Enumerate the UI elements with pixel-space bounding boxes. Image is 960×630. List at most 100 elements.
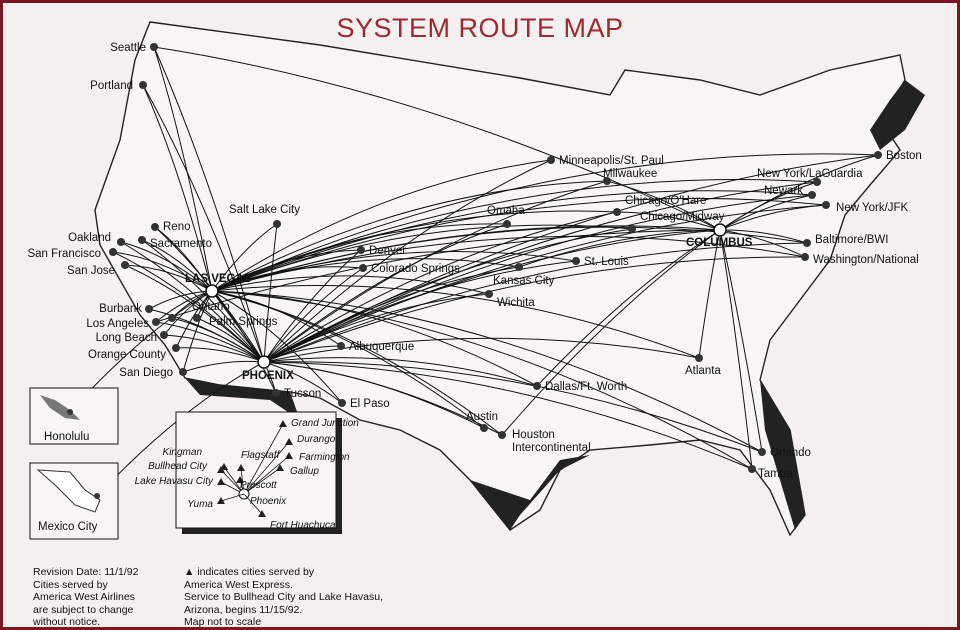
city-label: Long Beach <box>96 332 157 344</box>
route-line <box>211 290 753 470</box>
express-city-label: Farmington <box>299 452 350 463</box>
city-palm-springs: Palm Springs <box>193 314 278 328</box>
city-label: New York/LaGuardia <box>757 168 863 180</box>
route-line <box>211 290 763 453</box>
express-route <box>243 467 281 495</box>
route-line <box>171 317 265 363</box>
route-line <box>263 361 343 404</box>
route-line <box>120 241 213 292</box>
city-sacramento: Sacramento <box>138 236 212 250</box>
city-seattle: Seattle <box>110 42 158 54</box>
city-ontario: Ontario <box>168 301 230 322</box>
city-austin: Austin <box>466 411 498 432</box>
city-label: Chicago/Midway <box>640 211 725 223</box>
hub-columbus: COLUMBUS <box>686 223 753 249</box>
route-line <box>141 239 265 363</box>
express-city-label: Flagstaff <box>241 450 281 461</box>
hub-marker <box>205 284 219 298</box>
route-line <box>719 229 808 244</box>
route-line <box>211 275 490 295</box>
city-dot <box>613 208 621 216</box>
route-line <box>719 194 813 231</box>
city-label: Omaha <box>487 205 525 217</box>
express-city-label: Durango <box>297 434 336 445</box>
city-label: Oakland <box>68 232 111 244</box>
route-line <box>263 181 818 363</box>
express-route <box>220 469 245 495</box>
city-dot <box>808 191 816 199</box>
city-dot <box>109 248 117 256</box>
route-line <box>263 337 700 363</box>
route-line <box>211 179 818 292</box>
note-line: Arizona, begins 11/15/92. <box>184 603 303 616</box>
city-dot <box>272 389 280 397</box>
route-line <box>153 46 721 231</box>
note-line: Revision Date: 11/1/92 <box>33 566 139 578</box>
express-route <box>243 441 290 495</box>
city-long-beach: Long Beach <box>96 331 168 344</box>
route-line <box>153 46 213 292</box>
mexico-inset: Mexico City <box>29 462 119 540</box>
inset-label: Honolulu <box>44 431 89 443</box>
route-line <box>211 190 813 292</box>
city-label: Chicago/O'Hare <box>625 195 706 207</box>
city-dot <box>151 223 159 231</box>
city-portland: Portland <box>90 80 147 92</box>
route-line <box>501 229 721 436</box>
triangle-icon <box>285 438 293 445</box>
express-inset <box>175 411 342 534</box>
route-line <box>263 154 879 363</box>
express-city-label: Gallup <box>290 466 319 477</box>
city-label: Austin <box>466 411 498 423</box>
city-dot <box>813 178 821 186</box>
city-dot <box>758 448 766 456</box>
city-dot <box>803 239 811 247</box>
triangle-icon <box>236 476 244 483</box>
land-outline <box>94 21 906 537</box>
route-line <box>153 46 265 363</box>
route-line <box>182 360 265 373</box>
city-label: Sacramento <box>150 238 212 250</box>
city-dot <box>503 220 511 228</box>
route-line <box>719 229 763 453</box>
route-line <box>211 153 879 292</box>
routes <box>69 46 879 497</box>
city-dot <box>357 246 365 254</box>
route-line <box>719 229 753 470</box>
city-dot <box>172 344 180 352</box>
route-line <box>263 180 608 363</box>
city-label: Boston <box>886 150 922 162</box>
route-line <box>536 229 721 387</box>
city-label: Palm Springs <box>209 316 278 328</box>
city-label: San Diego <box>119 367 173 379</box>
note-line: America West Express. <box>184 578 293 591</box>
city-chicago-midway: Chicago/Midway <box>628 211 725 233</box>
route-line <box>616 211 721 231</box>
hub-label: LAS VEGAS <box>185 273 252 285</box>
city-washington-national: Washington/National <box>801 253 919 266</box>
hub-label: COLUMBUS <box>686 237 753 249</box>
legend-note: ▲ indicates cities served by America Wes… <box>184 566 383 627</box>
city-dot <box>603 177 611 185</box>
city-dot <box>138 236 146 244</box>
city-dot <box>822 201 830 209</box>
express-city-label: Lake Havasu City <box>135 476 214 487</box>
city-dot <box>67 409 73 415</box>
city-newark: Newark <box>764 185 816 199</box>
city-wichita: Wichita <box>485 290 535 309</box>
city-dot <box>498 431 506 439</box>
city-dot <box>145 305 153 313</box>
city-dot <box>359 264 367 272</box>
route-line <box>120 241 265 363</box>
city-label: Reno <box>163 221 191 233</box>
city-dot <box>121 261 129 269</box>
city-label: St. Louis <box>584 256 629 268</box>
city-dot <box>152 318 160 326</box>
note-line: America West Airlines <box>33 591 135 603</box>
city-label: Intercontinental <box>512 442 591 454</box>
city-tampa: Tampa <box>748 465 793 480</box>
route-line <box>263 211 618 363</box>
city-dot <box>179 368 187 376</box>
hub-marker <box>257 355 271 369</box>
